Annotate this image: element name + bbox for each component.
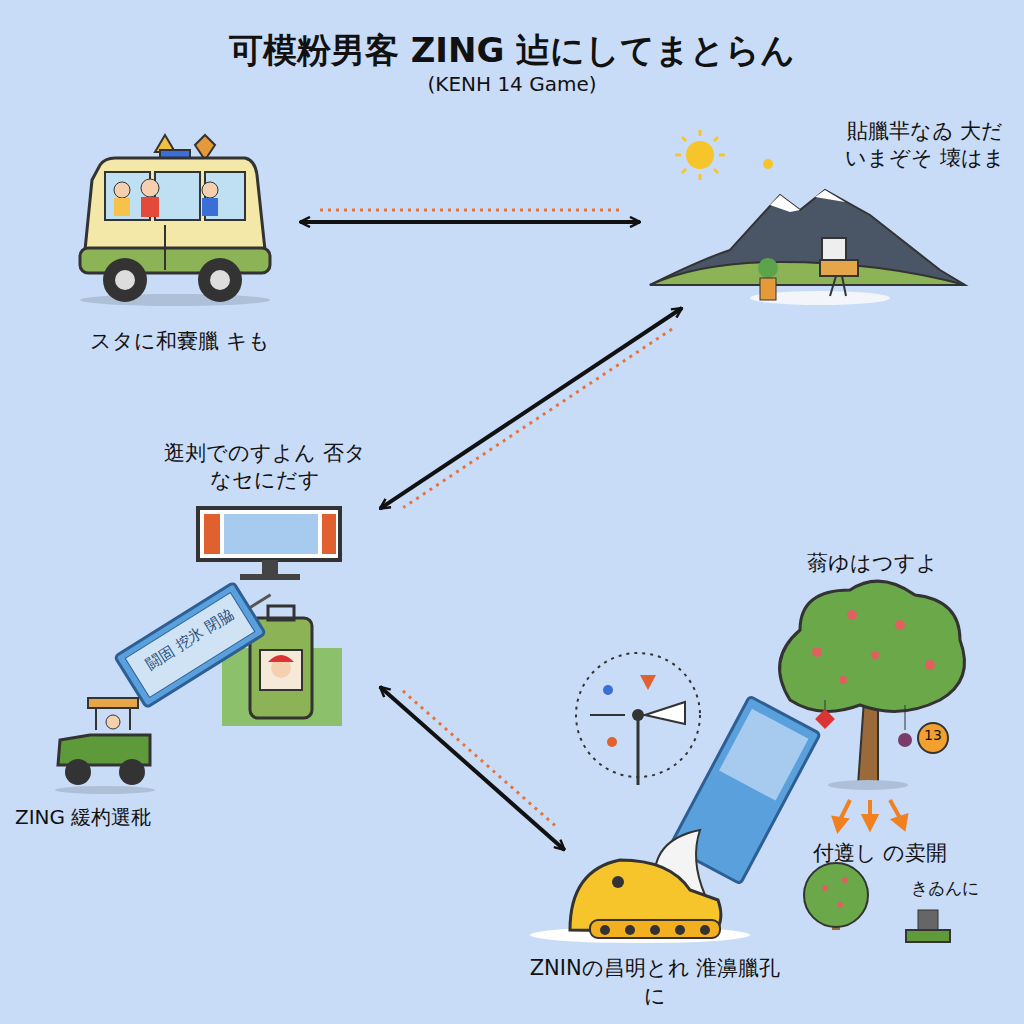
node-label: 逛刔でのすよん 否タなセにだす: [155, 440, 375, 495]
down-arrows: [834, 800, 906, 830]
arrow-line: [380, 687, 565, 850]
text-label: 付遵し の卖開: [780, 840, 980, 866]
node-label: ZNINの昌明とれ 淮濞臘孔に: [525, 955, 785, 1010]
dotted-guide: [320, 209, 620, 212]
small-tree: [804, 863, 950, 942]
car: [80, 135, 270, 306]
monitor-and-bag: [115, 508, 342, 726]
node-label: スタに和嚢臘 キも: [90, 328, 270, 355]
arrow-line: [300, 220, 640, 224]
scene-node: 貼臘羋なゐ 大だいまぞそ 壊はま: [640, 118, 1010, 308]
text-label: 蓊ゆはつすよ: [772, 550, 972, 576]
title: 可模粉男客 ZING 迠にしてまとらん: [0, 28, 1024, 74]
text-label: (KENH 14 Game): [362, 72, 662, 97]
tree: [780, 581, 965, 790]
double-arrow: [380, 687, 565, 850]
scene-node: 逛刔でのすよん 否タなセにだす: [150, 440, 380, 730]
scene-node: スタに和嚢臘 キも: [60, 140, 300, 355]
text-label: 13: [918, 727, 948, 745]
dotted-guide: [403, 329, 672, 507]
double-arrow: [380, 308, 682, 509]
double-arrow: [300, 210, 640, 222]
text-label: ZING 緩杓選秕: [15, 805, 215, 830]
dotted-guide: [403, 691, 558, 828]
arrow-line: [380, 308, 682, 509]
compass-dial: [576, 653, 700, 785]
scene-node: ZNINの昌明とれ 淮濞臘孔に: [520, 850, 790, 1010]
node-label: 貼臘羋なゐ 大だいまぞそ 壊はま: [840, 118, 1010, 173]
text-label: きゐんに: [880, 878, 1010, 899]
jeep: [55, 698, 155, 794]
